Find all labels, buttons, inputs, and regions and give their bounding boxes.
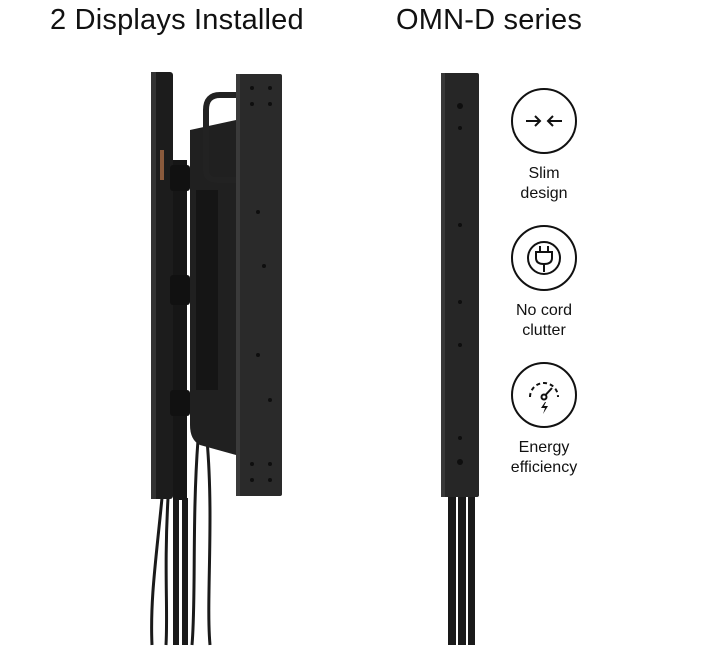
- installed-heading: 2 Displays Installed: [50, 4, 304, 36]
- feature-energy-efficiency: Energy efficiency: [494, 362, 594, 478]
- plug-icon: [511, 225, 577, 291]
- brand-label: [160, 150, 164, 180]
- energy-gauge-icon: [511, 362, 577, 428]
- feature-label: No cord clutter: [515, 302, 573, 339]
- feature-no-cord-clutter: No cord clutter: [494, 225, 594, 341]
- handle: [203, 92, 236, 183]
- feature-slim-design: Slim design: [494, 88, 594, 204]
- omn-d-side-profile: [441, 73, 479, 645]
- front-display-panel: [151, 72, 173, 499]
- feature-label: Slim design: [520, 165, 568, 202]
- cables: [150, 439, 212, 646]
- rear-display-panel: [236, 74, 282, 496]
- slim-design-icon: [511, 88, 577, 154]
- mount-pole: [173, 160, 187, 500]
- mounting-holes: [250, 86, 272, 482]
- series-heading: OMN-D series: [396, 4, 583, 36]
- feature-label: Energy efficiency: [510, 439, 578, 476]
